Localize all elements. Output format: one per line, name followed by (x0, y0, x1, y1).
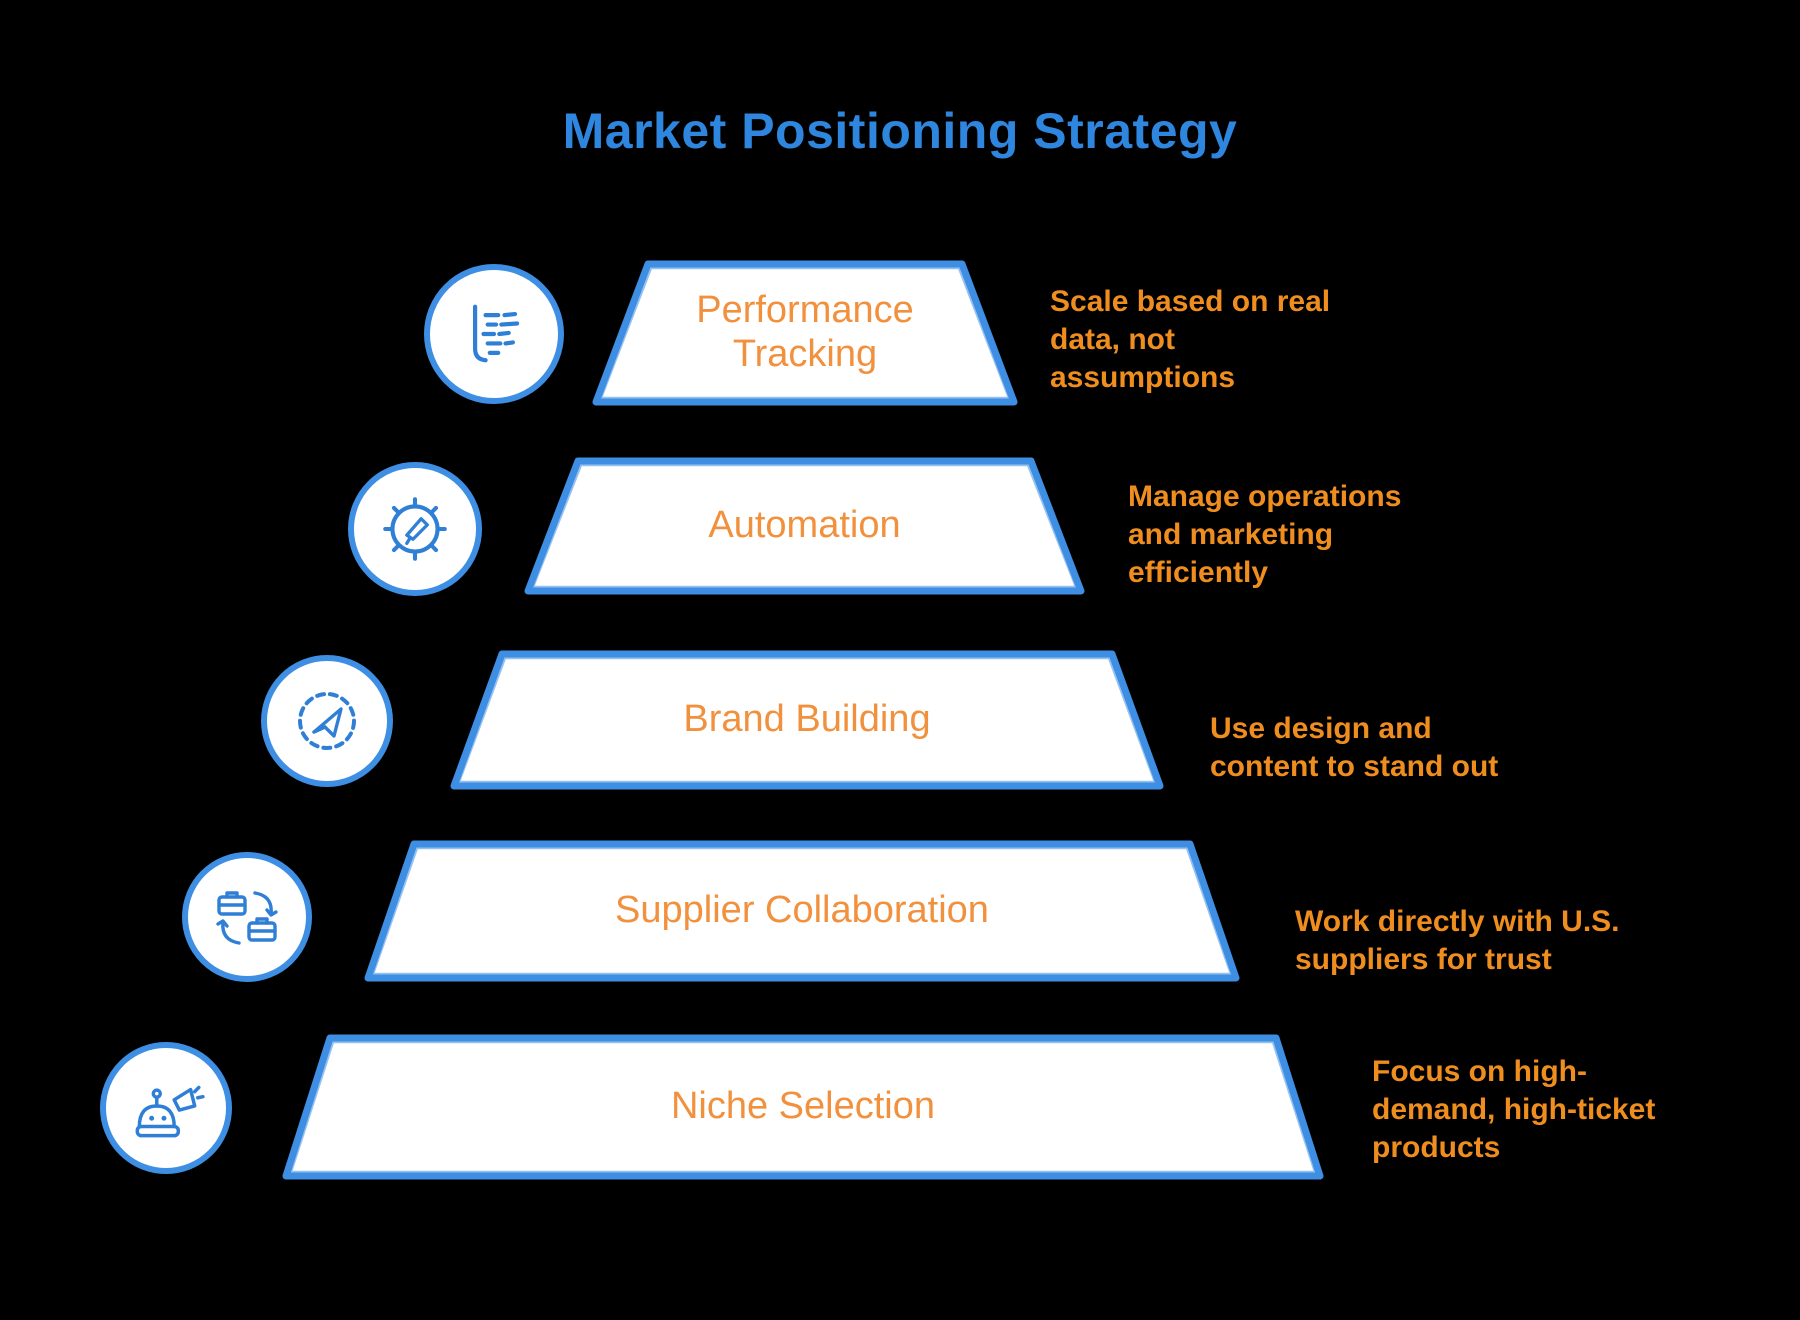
level-label: Niche Selection (670, 1085, 936, 1128)
level-description: Use design and content to stand out (1210, 712, 1499, 784)
supplier-exchange-icon (182, 852, 312, 982)
trapezoid-shape (364, 840, 1240, 982)
niche-robot-icon (100, 1042, 232, 1174)
level-label: Brand Building (683, 698, 931, 741)
brand-badge-icon (261, 655, 393, 787)
level-description: Work directly with U.S. suppliers for tr… (1295, 905, 1620, 977)
level-description: Manage operations and marketing efficien… (1128, 480, 1402, 590)
level-label: Automation (708, 504, 901, 547)
pyramid-level-niche-selection: Niche Selection (280, 1032, 1326, 1182)
trapezoid-shape (450, 650, 1164, 790)
trapezoid-shape (282, 1034, 1324, 1180)
pyramid-level-performance-tracking: Performance Tracking (590, 258, 1020, 408)
level-label: Performance Tracking (696, 289, 914, 375)
automation-gear-icon (348, 462, 482, 596)
performance-chart-icon (424, 264, 564, 404)
pyramid-level-brand-building: Brand Building (448, 648, 1166, 792)
trapezoid-shape (524, 457, 1085, 595)
level-description: Scale based on real data, not assumption… (1050, 285, 1331, 395)
trapezoid-shape (592, 260, 1018, 406)
level-description: Focus on high-demand, high-ticket produc… (1372, 1055, 1656, 1165)
diagram-title: Market Positioning Strategy (562, 103, 1238, 159)
pyramid-level-automation: Automation (522, 455, 1087, 597)
level-label: Supplier Collaboration (615, 889, 989, 932)
pyramid-level-supplier-collaboration: Supplier Collaboration (362, 838, 1242, 984)
